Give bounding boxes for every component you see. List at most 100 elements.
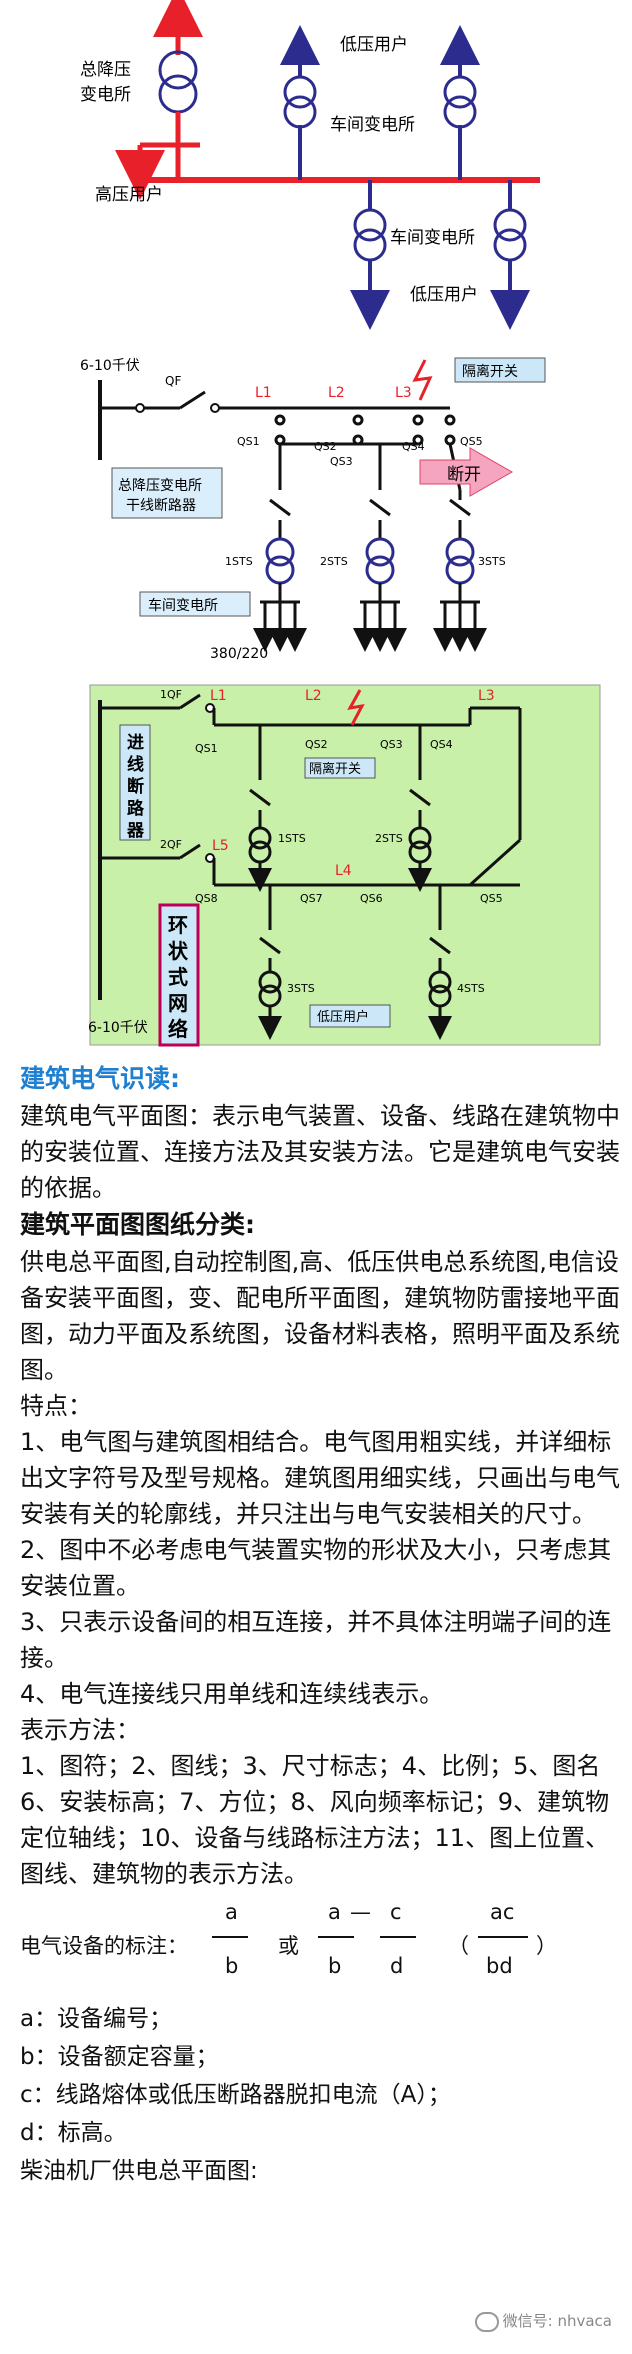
l4-label-d3: L4 bbox=[335, 863, 352, 879]
incoming-breaker-box bbox=[119, 724, 151, 841]
sts1-label-d3: 1STS bbox=[278, 832, 306, 845]
lv-user-label-d3: 低压用户 bbox=[317, 1009, 369, 1025]
main-substation-label-1: 总降压 bbox=[80, 60, 131, 80]
workshop-sub-bottom-label: 车间变电所 bbox=[390, 228, 475, 248]
transformer-4sts-d3 bbox=[428, 970, 452, 994]
qs6-label-d3: QS6 bbox=[360, 892, 383, 905]
qs4-label-d3: QS4 bbox=[430, 738, 453, 751]
frac1-top: a bbox=[225, 1900, 238, 1924]
l2-label-d3: L2 bbox=[305, 688, 322, 704]
qf1-label: 1QF bbox=[160, 688, 182, 701]
sts2-label-d3: 2STS bbox=[375, 832, 403, 845]
breaker-callout-box bbox=[111, 467, 223, 519]
qf2-label: 2QF bbox=[160, 838, 182, 851]
legend-c: c：线路熔体或低压断路器脱扣电流（A）； bbox=[20, 2082, 451, 2108]
workshop-sub-box bbox=[139, 591, 251, 617]
l3-label-d3: L3 bbox=[478, 688, 495, 704]
isolator-label-d3: 隔离开关 bbox=[309, 761, 361, 777]
l1-label: L1 bbox=[255, 385, 272, 401]
feature-2: 2、图中不必考虑电气装置实物的形状及大小，只考虑其安装位置。 bbox=[20, 1536, 612, 1600]
article-body: 建筑电气识读: 建筑电气平面图：表示电气装置、设备、线路在建筑物中的安装位置、连… bbox=[20, 1060, 620, 2190]
qs8-label-d3: QS8 bbox=[195, 892, 218, 905]
qs4-label: QS4 bbox=[402, 440, 425, 453]
methods-title: 表示方法： bbox=[20, 1716, 140, 1744]
main-transformer-lower-coil bbox=[158, 74, 198, 114]
sts1-label: 1STS bbox=[225, 555, 253, 568]
main-substation-label-2: 变电所 bbox=[80, 85, 131, 105]
sts4-label-d3: 4STS bbox=[457, 982, 485, 995]
qs7-label-d3: QS7 bbox=[300, 892, 323, 905]
l3-label: L3 bbox=[395, 385, 412, 401]
heading-drawing-categories: 建筑平面图图纸分类: bbox=[20, 1210, 255, 1239]
hv-user-label: 高压用户 bbox=[95, 185, 163, 205]
frac3-bottom: bd bbox=[486, 1954, 513, 1978]
sts3-label-d3: 3STS bbox=[287, 982, 315, 995]
marking-formula: 电气设备的标注： a b 或 a — c b d （ ac bd ） bbox=[20, 1892, 620, 2000]
qs1-label: QS1 bbox=[237, 435, 260, 448]
last-line: 柴油机厂供电总平面图: bbox=[20, 2158, 258, 2184]
incoming-breaker-char-1: 进 bbox=[127, 733, 144, 753]
sts2-label: 2STS bbox=[320, 555, 348, 568]
transformer-1sts bbox=[265, 537, 295, 567]
ring-network-char-4: 网 bbox=[168, 991, 188, 1015]
methods-list: 1、图符；2、图线；3、尺寸标志；4、比例；5、图名 6、安装标高；7、方位；8… bbox=[20, 1752, 610, 1888]
open-label: 断开 bbox=[447, 465, 481, 485]
or-text: 或 bbox=[278, 1934, 299, 1958]
frac3-line bbox=[478, 1936, 528, 1938]
wechat-icon bbox=[474, 2311, 499, 2332]
heading-building-electrical: 建筑电气识读: bbox=[20, 1064, 180, 1093]
legend-a: a：设备编号； bbox=[20, 2006, 173, 2032]
ring-network-char-2: 状 bbox=[168, 939, 189, 963]
paren-open: （ bbox=[448, 1934, 469, 1958]
open-callout-arrow bbox=[419, 447, 514, 497]
frac1-bottom: b bbox=[225, 1954, 239, 1978]
main-transformer-upper-coil bbox=[158, 50, 198, 90]
incoming-breaker-char-5: 器 bbox=[126, 821, 145, 841]
trunk-line-diagram: 6-10千伏 QF L1 L2 L3 隔离开关 QS1 QS2 QS3 QS4 … bbox=[0, 340, 632, 670]
feature-4: 4、电气连接线只用单线和连续线表示。 bbox=[20, 1680, 444, 1708]
transformer-top-right bbox=[443, 95, 477, 129]
transformer-3sts-d3 bbox=[258, 970, 282, 994]
frac3-top: ac bbox=[490, 1900, 515, 1924]
ring-network-diagram: 进 线 断 路 器 1QF L1 L2 L3 QS1 QS2 QS3 QS4 隔… bbox=[0, 680, 632, 1050]
transformer-1sts-d3 bbox=[248, 826, 272, 850]
transformer-bottom-left bbox=[353, 208, 387, 242]
l2-label: L2 bbox=[328, 385, 345, 401]
frac2-dash: — bbox=[350, 1900, 371, 1924]
qf-switch bbox=[179, 390, 206, 410]
voltage-label-d3: 6-10千伏 bbox=[88, 1020, 148, 1036]
frac2-line-left bbox=[318, 1936, 354, 1938]
frac2-bottom-b: b bbox=[328, 1954, 342, 1978]
transformer-2sts bbox=[365, 537, 395, 567]
frac2-bottom-d: d bbox=[390, 1954, 404, 1978]
transformer-3sts bbox=[445, 537, 475, 567]
lv-user-top-label: 低压用户 bbox=[340, 35, 408, 55]
qs3-label: QS3 bbox=[330, 455, 353, 468]
feature-1: 1、电气图与建筑图相结合。电气图用粗实线，并详细标出文字符号及型号规格。建筑图用… bbox=[20, 1428, 620, 1528]
features-title: 特点： bbox=[20, 1392, 92, 1420]
transformer-top-left bbox=[283, 95, 317, 129]
qs5-label: QS5 bbox=[460, 435, 483, 448]
lv-user-bottom-label: 低压用户 bbox=[410, 285, 478, 305]
qs1-label-d3: QS1 bbox=[195, 742, 218, 755]
ring-network-char-1: 环 bbox=[168, 913, 188, 937]
workshop-sub-top-label: 车间变电所 bbox=[330, 115, 415, 135]
transformer-bottom-right bbox=[493, 208, 527, 242]
distribution-overview-diagram: 总降压 变电所 高压用户 低压用户 车间变电所 车间变电所 低压用户 bbox=[0, 0, 632, 340]
frac2-top-a: a bbox=[328, 1900, 341, 1924]
qs5-label-d3: QS5 bbox=[480, 892, 503, 905]
watermark-text: 微信号: nhvaca bbox=[502, 2312, 612, 2330]
marking-label: 电气设备的标注： bbox=[20, 1934, 188, 1958]
frac2-top-c: c bbox=[390, 1900, 402, 1924]
isolator-box-d3 bbox=[304, 757, 376, 779]
paren-close: ） bbox=[536, 1934, 557, 1958]
qs3-label-d3: QS3 bbox=[380, 738, 403, 751]
lv-voltage-label: 380/220 bbox=[210, 646, 268, 662]
para-plan-definition: 建筑电气平面图：表示电气装置、设备、线路在建筑物中的安装位置、连接方法及其安装方… bbox=[20, 1102, 620, 1202]
qf-label: QF bbox=[165, 374, 181, 388]
feature-3: 3、只表示设备间的相互连接，并不具体注明端子间的连接。 bbox=[20, 1608, 612, 1672]
sts3-label: 3STS bbox=[478, 555, 506, 568]
qs2-label-d3: QS2 bbox=[305, 738, 328, 751]
workshop-sub-label: 车间变电所 bbox=[148, 597, 218, 614]
breaker-label-2: 干线断路器 bbox=[126, 498, 196, 514]
